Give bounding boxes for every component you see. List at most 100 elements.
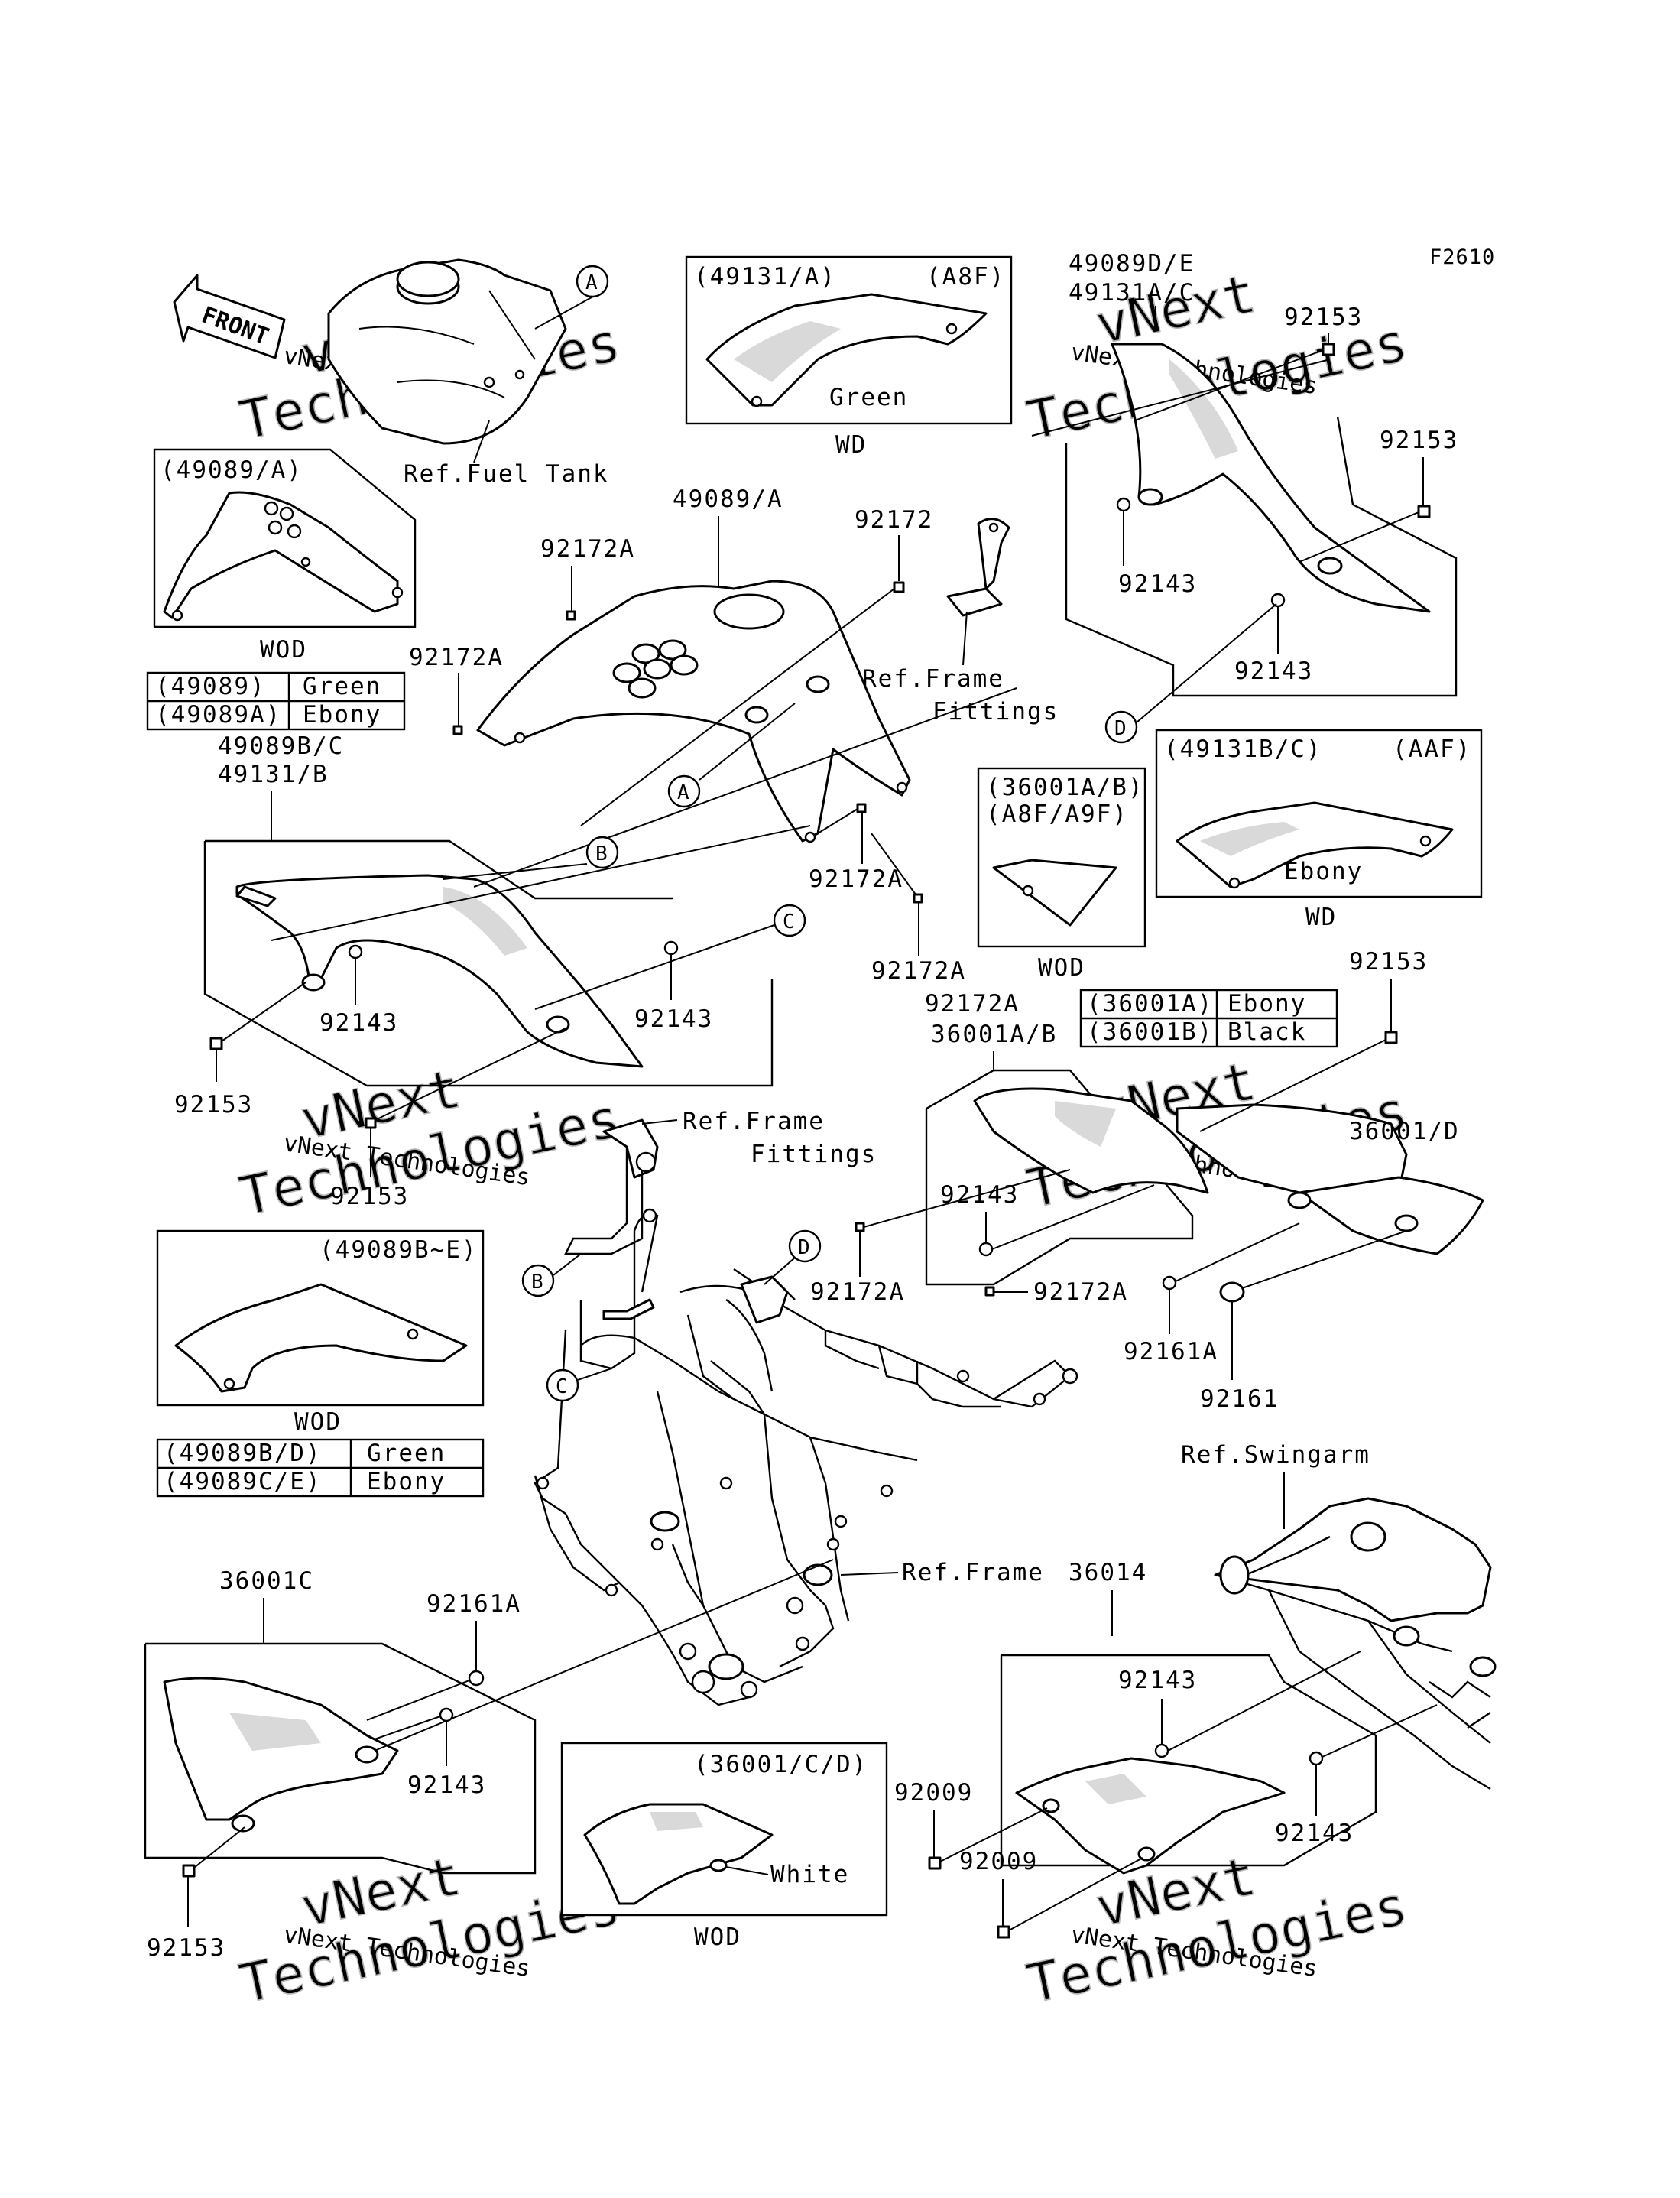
svg-text:D: D	[798, 1236, 810, 1259]
svg-text:White: White	[770, 1861, 849, 1888]
svg-text:(36001B): (36001B)	[1087, 1018, 1213, 1046]
inset-49089-be-caption: WOD	[294, 1408, 342, 1436]
svg-text:Ebony: Ebony	[303, 701, 381, 729]
svg-text:A: A	[585, 271, 598, 294]
label-92172a-1: 92172A	[540, 535, 635, 563]
svg-text:Green: Green	[367, 1440, 446, 1467]
label-92172a-2: 92172A	[409, 644, 504, 671]
tank-cover-drawing	[476, 580, 911, 843]
label-92143-sw2: 92143	[1275, 1820, 1354, 1847]
frame-fitting-1-drawing	[946, 518, 1010, 617]
label-49089a: 49089/A	[673, 485, 783, 513]
svg-text:Black: Black	[1228, 1018, 1306, 1046]
label-92143-top1: 92143	[1118, 570, 1197, 598]
label-92009-2: 92009	[959, 1848, 1038, 1875]
ref-fuel-tank-label: Ref.Fuel Tank	[404, 460, 609, 488]
label-92153-left2: 92153	[330, 1183, 409, 1210]
svg-text:(49089): (49089)	[155, 673, 266, 700]
marker-d-top: D	[1104, 710, 1138, 744]
ref-frame-fittings-1a: Ref.Frame	[862, 665, 1004, 693]
svg-text:(36001A/B): (36001A/B)	[986, 774, 1144, 801]
svg-text:Green: Green	[303, 673, 381, 700]
frame-drawing	[534, 1208, 1078, 1706]
label-92143-top2: 92143	[1234, 657, 1313, 685]
label-92153-right: 92153	[1349, 948, 1428, 976]
side-cover-d-drawing	[1176, 1103, 1484, 1255]
label-92172a-4: 92172A	[871, 957, 966, 985]
chain-guard-drawing	[1015, 1757, 1286, 1875]
inset-36001-ab: (36001A/B) (A8F/A9F)	[977, 767, 1146, 948]
label-92153-bottom: 92153	[147, 1934, 225, 1962]
color-table-49089be: (49089B/D) Green (49089C/E) Ebony	[156, 1438, 485, 1498]
label-92172: 92172	[855, 506, 933, 534]
marker-b-top: B	[585, 836, 619, 869]
side-cover-ab-drawing	[973, 1087, 1209, 1194]
label-92172a-3: 92172A	[809, 865, 903, 893]
label-49089de: 49089D/E	[1069, 250, 1195, 278]
inset-36001-cd-caption: WOD	[694, 1924, 741, 1951]
ref-frame-fittings-2b: Fittings	[751, 1141, 877, 1168]
front-arrow-icon: FRONT	[173, 274, 286, 359]
label-49089bc: 49089B/C	[218, 732, 344, 760]
shroud-right-drawing	[1111, 343, 1431, 613]
inset-49089-a: (49089/A)	[153, 448, 417, 628]
label-49131b: 49131/B	[218, 761, 329, 788]
svg-text:(49131/A): (49131/A)	[694, 263, 836, 291]
label-92143-sc: 92143	[407, 1771, 486, 1799]
svg-text:Ebony: Ebony	[367, 1468, 446, 1495]
label-92009-1: 92009	[894, 1779, 973, 1807]
svg-text:C: C	[783, 911, 795, 933]
inset-49131-a-caption: WD	[835, 431, 867, 459]
svg-text:Ebony: Ebony	[1228, 990, 1306, 1018]
label-92161: 92161	[1200, 1385, 1279, 1413]
svg-text:B: B	[531, 1271, 543, 1294]
inset-49131-a: (49131/A) (A8F) Green	[685, 255, 1013, 425]
color-table-36001: (36001A) Ebony (36001B) Black	[1079, 989, 1338, 1048]
svg-text:D: D	[1114, 717, 1127, 740]
label-92143-left1: 92143	[319, 1009, 398, 1037]
svg-text:C: C	[556, 1375, 568, 1398]
label-92153-left1: 92153	[174, 1091, 253, 1118]
label-92161a-right: 92161A	[1124, 1338, 1218, 1365]
label-36014: 36014	[1069, 1559, 1147, 1586]
marker-a-mid: A	[667, 774, 701, 808]
color-table-49089: (49089) Green (49089A) Ebony	[146, 671, 406, 731]
svg-text:(A8F/A9F): (A8F/A9F)	[986, 800, 1128, 828]
svg-text:(49089B/D): (49089B/D)	[164, 1440, 322, 1467]
svg-text:(49089B~E): (49089B~E)	[319, 1236, 478, 1264]
label-92153-top2: 92153	[1380, 427, 1458, 454]
label-92161a-left: 92161A	[426, 1590, 521, 1618]
side-cover-c-drawing	[163, 1677, 399, 1833]
label-36001d: 36001/D	[1349, 1118, 1460, 1145]
label-92172a-6: 92172A	[810, 1278, 905, 1306]
fuel-tank-drawing	[327, 258, 605, 445]
inset-36001-ab-caption: WOD	[1038, 954, 1085, 982]
svg-text:Ebony: Ebony	[1284, 858, 1363, 885]
label-36001c: 36001C	[219, 1567, 314, 1595]
svg-text:(49089C/E): (49089C/E)	[164, 1468, 322, 1495]
svg-text:(AAF): (AAF)	[1393, 735, 1471, 763]
watermark-bottom-right: vNext Technologies vNext Technologies	[1021, 1844, 1413, 2017]
label-49131ac: 49131A/C	[1069, 279, 1195, 307]
svg-text:(49089/A): (49089/A)	[161, 456, 303, 484]
svg-text:B: B	[595, 843, 608, 865]
label-92143-left2: 92143	[634, 1005, 713, 1033]
marker-a-top: A	[576, 265, 609, 298]
marker-d-frame: D	[788, 1229, 822, 1263]
inset-49089-be: (49089B~E)	[156, 1229, 485, 1407]
label-92143-sw1: 92143	[1118, 1667, 1197, 1694]
svg-text:A: A	[677, 781, 689, 804]
marker-c-frame: C	[546, 1368, 579, 1402]
inset-49131-bc: (49131B/C) (AAF) Ebony	[1155, 729, 1483, 898]
ref-frame-fittings-2a: Ref.Frame	[683, 1108, 825, 1135]
frame-fitting-2-drawing	[564, 1118, 659, 1255]
svg-text:(36001A): (36001A)	[1087, 990, 1213, 1018]
inset-49131-bc-caption: WD	[1305, 904, 1337, 931]
watermark-mid-left: vNext Technologies vNext Technologies	[234, 1057, 626, 1229]
ref-frame-label: Ref.Frame	[902, 1559, 1044, 1586]
marker-c-top: C	[773, 904, 806, 937]
figure-code: F2610	[1429, 245, 1495, 269]
svg-text:(A8F): (A8F)	[926, 263, 1005, 291]
label-36001ab: 36001A/B	[931, 1021, 1057, 1048]
